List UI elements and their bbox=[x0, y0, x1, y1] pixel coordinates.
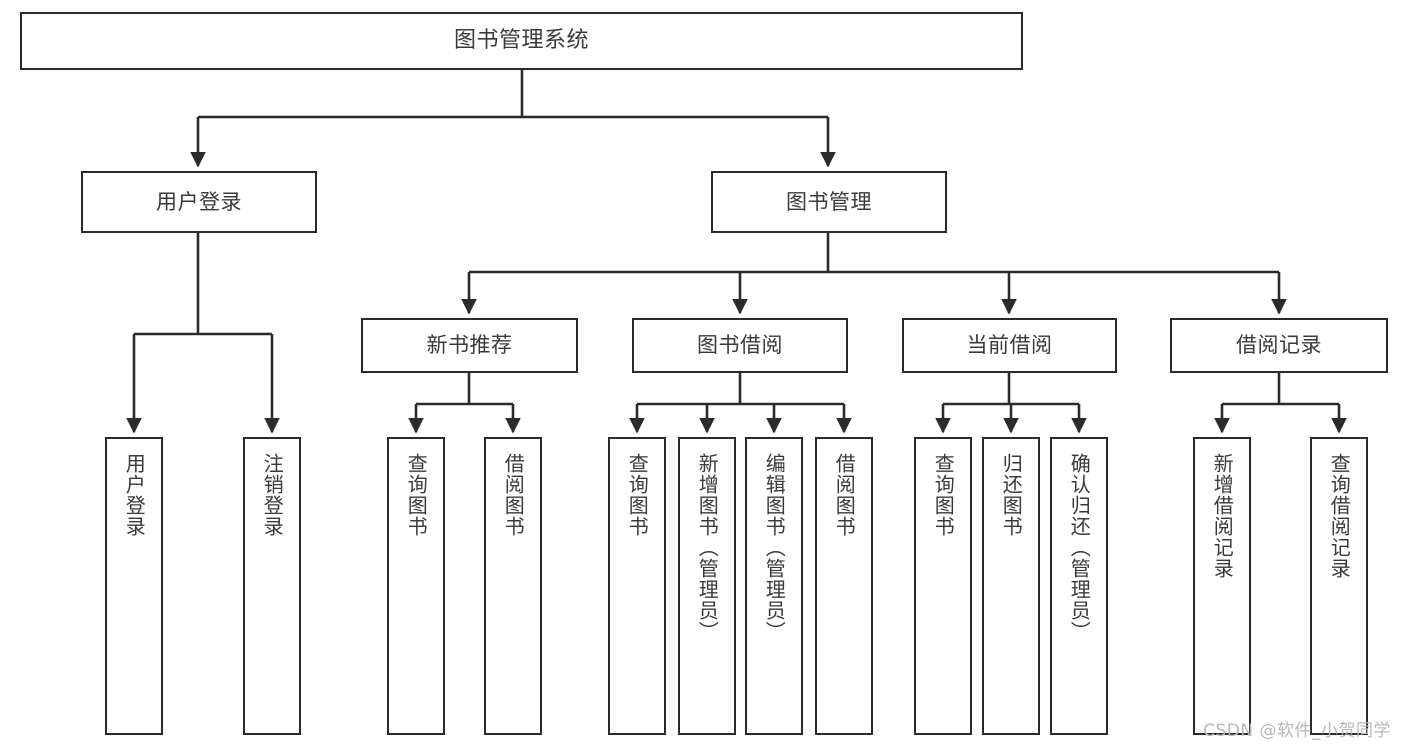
node-user-logout[interactable]: 注销登录 bbox=[243, 437, 301, 735]
node-user-login-label: 用户登录 bbox=[156, 189, 242, 214]
node-recommend-query-book-label: 查询图书 bbox=[404, 453, 429, 537]
node-root-label: 图书管理系统 bbox=[453, 28, 589, 54]
node-current-borrow[interactable]: 当前借阅 bbox=[902, 318, 1117, 373]
node-recommend-query-book[interactable]: 查询图书 bbox=[387, 437, 445, 735]
node-borrow-query-book[interactable]: 查询图书 bbox=[608, 437, 666, 735]
node-borrow-borrow-book-label: 借阅图书 bbox=[832, 453, 857, 537]
node-current-return-book-label: 归还图书 bbox=[999, 453, 1024, 537]
node-book-manage[interactable]: 图书管理 bbox=[711, 171, 947, 233]
node-book-borrow-label: 图书借阅 bbox=[697, 333, 783, 358]
node-book-manage-label: 图书管理 bbox=[786, 189, 872, 214]
node-current-return-book[interactable]: 归还图书 bbox=[982, 437, 1040, 735]
node-current-borrow-label: 当前借阅 bbox=[966, 333, 1053, 358]
node-user-login-do-label: 用户登录 bbox=[122, 453, 147, 537]
node-borrow-borrow-book[interactable]: 借阅图书 bbox=[815, 437, 873, 735]
node-new-book-recommend[interactable]: 新书推荐 bbox=[361, 318, 578, 373]
node-new-book-recommend-label: 新书推荐 bbox=[426, 333, 513, 358]
node-record-query[interactable]: 查询借阅记录 bbox=[1310, 437, 1368, 735]
node-user-login-do[interactable]: 用户登录 bbox=[105, 437, 163, 735]
node-borrow-edit-book[interactable]: 编辑图书（管理员） bbox=[745, 437, 803, 735]
node-record-add[interactable]: 新增借阅记录 bbox=[1193, 437, 1251, 735]
csdn-watermark: CSDN @软件_小贺同学 bbox=[1203, 721, 1391, 741]
node-borrow-add-book-label: 新增图书（管理员） bbox=[695, 453, 720, 642]
node-borrow-record[interactable]: 借阅记录 bbox=[1170, 318, 1388, 373]
node-current-query-book[interactable]: 查询图书 bbox=[914, 437, 972, 735]
node-root[interactable]: 图书管理系统 bbox=[20, 12, 1023, 70]
node-book-borrow[interactable]: 图书借阅 bbox=[632, 318, 848, 373]
node-user-logout-label: 注销登录 bbox=[260, 453, 285, 537]
node-borrow-query-book-label: 查询图书 bbox=[625, 453, 650, 537]
node-current-query-book-label: 查询图书 bbox=[931, 453, 956, 537]
node-user-login[interactable]: 用户登录 bbox=[81, 171, 317, 233]
node-current-confirm-return-label: 确认归还（管理员） bbox=[1067, 453, 1092, 642]
node-record-query-label: 查询借阅记录 bbox=[1327, 453, 1352, 579]
node-borrow-edit-book-label: 编辑图书（管理员） bbox=[762, 453, 787, 642]
node-current-confirm-return[interactable]: 确认归还（管理员） bbox=[1050, 437, 1108, 735]
node-recommend-borrow-book[interactable]: 借阅图书 bbox=[484, 437, 542, 735]
node-record-add-label: 新增借阅记录 bbox=[1210, 453, 1235, 579]
node-borrow-add-book[interactable]: 新增图书（管理员） bbox=[678, 437, 736, 735]
node-recommend-borrow-book-label: 借阅图书 bbox=[501, 453, 526, 537]
node-borrow-record-label: 借阅记录 bbox=[1236, 333, 1322, 358]
